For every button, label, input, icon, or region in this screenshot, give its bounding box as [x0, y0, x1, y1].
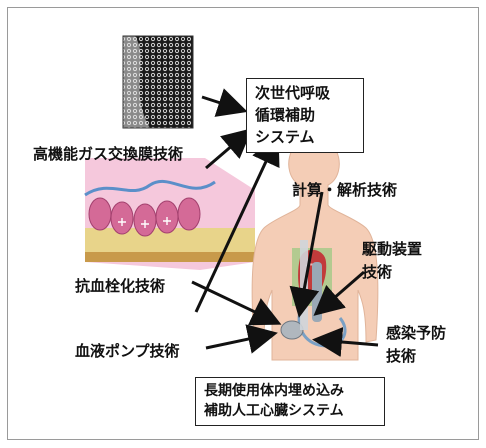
anticoagulation-label: 抗血栓化技術: [75, 275, 165, 296]
goal-line-3: システム: [255, 127, 355, 149]
drive-unit-label: 駆動装置 技術: [362, 238, 422, 283]
gas-exchange-label: 高機能ガス交換膜技術: [33, 143, 183, 164]
goal-line-1: 次世代呼吸: [255, 83, 355, 105]
infection-line-2: 技術: [386, 345, 446, 368]
anticoagulation-illustration: [85, 158, 255, 270]
computation-label: 計算・解析技術: [292, 179, 397, 200]
blood-pump-label: 血液ポンプ技術: [75, 340, 180, 361]
implantable-system-box: 長期使用体内埋め込み 補助人工心臓システム: [195, 377, 385, 426]
drive-unit-line-2: 技術: [362, 261, 422, 284]
infection-line-1: 感染予防: [386, 322, 446, 345]
goal-system-box: 次世代呼吸 循環補助 システム: [246, 78, 364, 153]
bottom-line-2: 補助人工心臓システム: [204, 401, 376, 421]
infection-label: 感染予防 技術: [386, 322, 446, 367]
goal-line-2: 循環補助: [255, 105, 355, 127]
membrane-micrograph-image: [123, 36, 193, 128]
bottom-line-1: 長期使用体内埋め込み: [204, 381, 376, 401]
torso-illustration: [252, 139, 378, 360]
drive-unit-line-1: 駆動装置: [362, 238, 422, 261]
